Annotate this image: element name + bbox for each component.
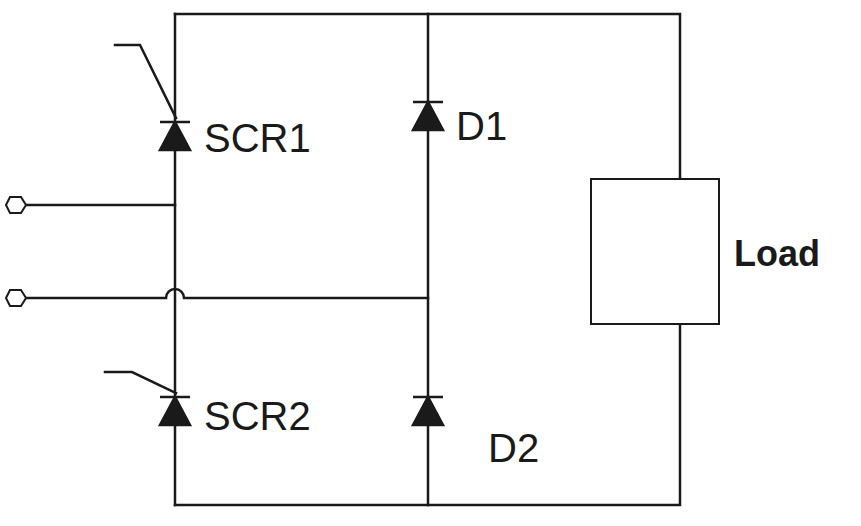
diode-bar [413, 101, 443, 104]
diode-symbol [413, 397, 443, 425]
component-label: SCR2 [204, 396, 311, 436]
left-leg-wire [174, 14, 177, 505]
load-box: Load [590, 178, 720, 325]
middle-leg-wire [427, 14, 430, 505]
input-terminal [6, 290, 26, 306]
scr-bar [160, 396, 190, 399]
scr-bar [160, 121, 190, 124]
gate-lead [105, 372, 176, 393]
component-label: D2 [488, 428, 539, 468]
input-terminal [6, 197, 26, 213]
component-label: D1 [456, 106, 507, 146]
scr-symbol [160, 397, 190, 425]
scr-symbol [160, 122, 190, 150]
diode-bar [413, 396, 443, 399]
input-wire [26, 204, 175, 207]
component-label: SCR1 [204, 118, 311, 158]
gate-lead [115, 45, 176, 118]
diode-symbol [413, 102, 443, 130]
input-wire-crossover [26, 289, 428, 298]
load-label: Load [734, 236, 820, 272]
